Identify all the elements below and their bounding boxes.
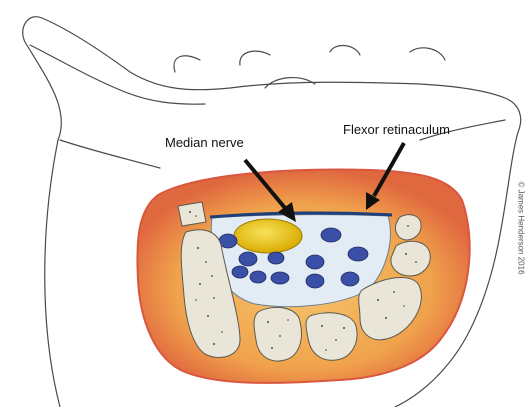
tendon <box>348 247 368 261</box>
copyright-notice: © James Henderson 2016 <box>517 181 526 274</box>
median-nerve <box>234 219 302 253</box>
bone <box>391 241 430 276</box>
bone <box>254 307 301 361</box>
bone <box>178 202 206 226</box>
tendon <box>341 272 359 286</box>
median-nerve-label: Median nerve <box>165 135 244 150</box>
tendon <box>250 271 266 283</box>
flexor-retinaculum-label: Flexor retinaculum <box>343 122 450 137</box>
tendon <box>271 272 289 284</box>
tendon <box>268 252 284 264</box>
tendon <box>306 274 324 288</box>
tendon <box>232 266 248 278</box>
tendon <box>239 252 257 266</box>
tendon <box>306 255 324 269</box>
tendon <box>321 228 341 242</box>
